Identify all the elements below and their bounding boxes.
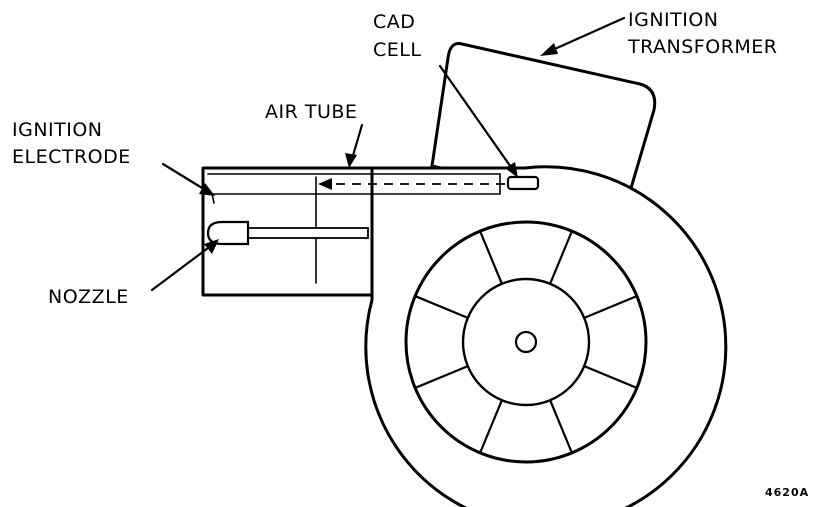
label-ignition-electrode-line1: IGNITION (12, 119, 103, 141)
label-air-tube: AIR TUBE (265, 101, 357, 123)
label-nozzle: NOZZLE (48, 286, 129, 308)
tube-inner-lines (209, 173, 501, 195)
blower-wheel (404, 220, 648, 464)
wheel-inner-ring (461, 277, 591, 407)
label-ignition-electrode-line2: ELECTRODE (12, 146, 131, 168)
label-ignition-transformer-line1: IGNITION (628, 9, 719, 31)
arrow-nozzle (150, 243, 214, 292)
wheel-blade (549, 399, 573, 454)
wheel-blade (414, 365, 469, 389)
label-cad-cell-line1: CAD (373, 11, 415, 33)
arrow-ignition-transformer (546, 16, 626, 54)
wheel-blade (479, 230, 503, 285)
label-ignition-transformer-line2: TRANSFORMER (627, 36, 778, 58)
figure-id: 4620A (765, 486, 809, 499)
arrowhead-nozzle (204, 239, 219, 254)
air-tube (201, 166, 374, 297)
arrowhead-ignition-electrode (199, 183, 215, 196)
cad-cell (506, 175, 540, 191)
wheel-blade (479, 399, 503, 454)
dashed-arrow-head (318, 178, 332, 190)
arrowhead-air-tube (345, 153, 357, 168)
arrowhead-ignition-transformer (540, 43, 558, 56)
nozzle (206, 220, 250, 246)
wheel-blade (549, 230, 573, 285)
wheel-blade (583, 295, 638, 319)
wheel-blade (414, 295, 469, 319)
arrow-air-tube (350, 123, 364, 161)
label-cad-cell-line2: CELL (373, 39, 421, 61)
arrowhead-cad-cell (505, 162, 518, 178)
nozzle-line (245, 227, 369, 239)
motor-shaft (514, 330, 538, 354)
arrow-cad-cell (438, 64, 515, 172)
leader-arrows (150, 16, 626, 292)
arrow-ignition-electrode (161, 162, 209, 193)
wheel-blade (583, 365, 638, 389)
wheel-blades (414, 230, 638, 454)
